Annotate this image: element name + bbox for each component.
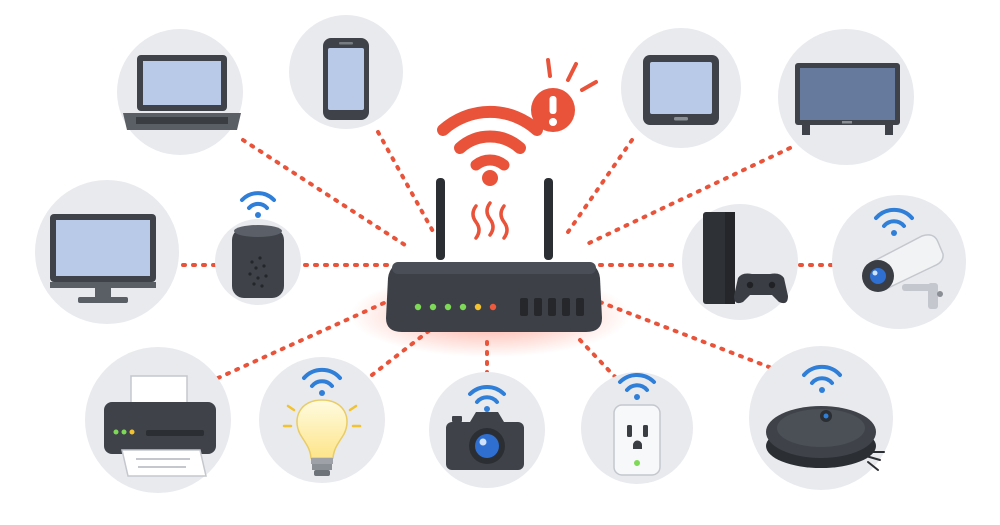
- game-console-icon: [703, 212, 788, 304]
- router-body: [386, 262, 602, 332]
- camera-icon: [446, 412, 524, 470]
- led: [489, 303, 497, 311]
- device-game-console: [682, 204, 798, 320]
- device-laptop: [117, 29, 243, 155]
- link-smartphone: [376, 130, 437, 237]
- device-printer: [85, 347, 231, 493]
- device-desktop-monitor: [35, 180, 179, 324]
- monitor-icon: [50, 214, 156, 303]
- led: [429, 303, 437, 311]
- led: [414, 303, 422, 311]
- alert-rays: [546, 58, 598, 92]
- device-tablet: [621, 28, 741, 148]
- wifi-badge-icon: [240, 191, 276, 210]
- link-tablet: [566, 138, 634, 234]
- led: [474, 303, 482, 311]
- speaker-icon: [232, 225, 284, 298]
- device-camera: [429, 372, 545, 488]
- device-smart-bulb: [259, 357, 385, 483]
- device-smart-plug: [581, 372, 693, 484]
- router-vents: [520, 298, 584, 316]
- wifi-router: [350, 178, 630, 357]
- wifi-badge-icon: [874, 207, 914, 228]
- light-bulb-icon: [282, 399, 362, 476]
- tablet-icon: [643, 55, 719, 125]
- led: [459, 303, 467, 311]
- security-camera-icon: [862, 234, 944, 309]
- wifi-badge-icon: [802, 364, 842, 385]
- wifi-badge-icon: [468, 384, 506, 404]
- robot-vacuum-icon: [766, 406, 885, 471]
- device-security-camera: [832, 195, 966, 329]
- wifi-signal-dot: [482, 170, 498, 186]
- link-tv: [583, 146, 792, 247]
- router-status-leds: [414, 303, 497, 311]
- link-plug: [578, 338, 620, 382]
- smart-plug-icon: [613, 404, 661, 476]
- tv-icon: [795, 63, 900, 135]
- link-vacuum: [598, 300, 784, 374]
- wifi-signal-icon: [437, 105, 543, 171]
- device-smart-tv: [778, 29, 914, 165]
- device-smart-speaker: [215, 191, 301, 305]
- smartphone-icon: [323, 38, 369, 120]
- wifi-alert: [437, 58, 598, 186]
- heat-waves-icon: [471, 201, 509, 240]
- router-antenna-right: [544, 178, 553, 260]
- link-laptop: [241, 138, 407, 247]
- router-antenna-left: [436, 178, 445, 260]
- wifi-badge-icon: [618, 372, 656, 392]
- device-robot-vacuum: [749, 346, 893, 490]
- printer-icon: [104, 375, 216, 477]
- device-smartphone: [289, 15, 403, 129]
- wifi-badge-icon: [302, 367, 342, 388]
- laptop-icon: [123, 55, 241, 130]
- led: [444, 303, 452, 311]
